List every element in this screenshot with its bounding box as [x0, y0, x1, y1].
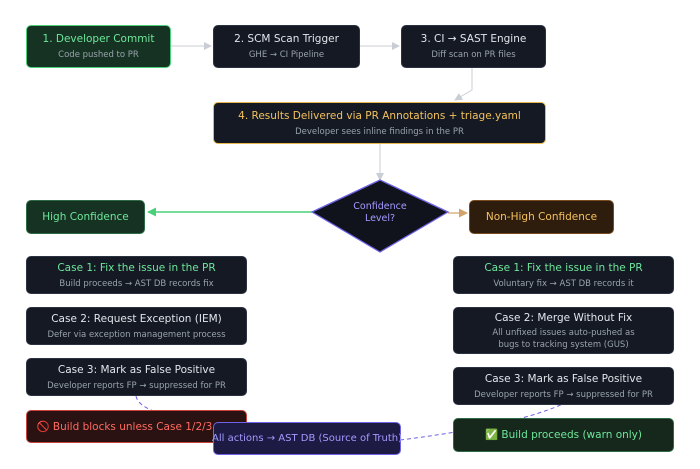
high-case-2: Case 2: Request Exception (IEM) Defer vi… — [26, 307, 247, 345]
decision-diamond — [310, 179, 450, 253]
ast-db-source-of-truth: All actions → AST DB (Source of Truth) — [212, 422, 403, 455]
step-results-sub: Developer sees inline findings in the PR — [295, 126, 464, 137]
high-case-3: Case 3: Mark as False Positive Developer… — [26, 358, 247, 396]
nonhigh-outcome-build-proceeds: ✅ Build proceeds (warn only) — [453, 418, 674, 452]
ast-db-title: All actions → AST DB (Source of Truth) — [212, 432, 403, 444]
nonhigh-case-2: Case 2: Merge Without Fix All unfixed is… — [453, 307, 674, 354]
nonhigh-case-1: Case 1: Fix the issue in the PR Voluntar… — [453, 256, 674, 294]
high-case-2-sub: Defer via exception management process — [47, 329, 226, 340]
step-scm-title: 2. SCM Scan Trigger — [234, 33, 339, 45]
high-outcome-title: 🚫 Build blocks unless Case 1/2/3 met — [36, 420, 237, 433]
high-outcome-build-blocks: 🚫 Build blocks unless Case 1/2/3 met — [26, 410, 247, 443]
step-developer-commit-title: 1. Developer Commit — [42, 33, 155, 45]
nonhigh-case-1-sub: Voluntary fix → AST DB records it — [493, 278, 634, 289]
nonhigh-case-3: Case 3: Mark as False Positive Developer… — [453, 367, 674, 405]
decision-line1: Confidence — [353, 201, 407, 212]
decision-line2: Level? — [364, 213, 396, 224]
step-developer-commit: 1. Developer Commit Code pushed to PR — [26, 25, 171, 68]
decision-label: Confidence Level? — [330, 198, 430, 228]
step-sast-sub: Diff scan on PR files — [431, 50, 516, 60]
high-case-3-sub: Developer reports FP → suppressed for PR — [47, 380, 226, 391]
nonhigh-case-3-title: Case 3: Mark as False Positive — [484, 372, 643, 385]
step-results-delivered: 4. Results Delivered via PR Annotations … — [213, 102, 546, 144]
high-case-1-title: Case 1: Fix the issue in the PR — [57, 261, 216, 274]
nonhigh-case-2-sub: All unfixed issues auto-pushed as — [492, 327, 635, 338]
branch-high-title: High Confidence — [42, 211, 129, 223]
nonhigh-outcome-title: ✅ Build proceeds (warn only) — [485, 429, 642, 441]
high-case-1: Case 1: Fix the issue in the PR Build pr… — [26, 256, 247, 294]
nonhigh-case-2-sub2: bugs to tracking system (GUS) — [498, 339, 629, 350]
branch-nonhigh-title: Non-High Confidence — [485, 211, 598, 223]
step-sast-title: 3. CI → SAST Engine — [420, 33, 527, 45]
step-results-title: 4. Results Delivered via PR Annotations … — [238, 109, 521, 122]
high-case-1-sub: Build proceeds → AST DB records fix — [59, 278, 214, 289]
nonhigh-case-1-title: Case 1: Fix the issue in the PR — [484, 261, 643, 274]
step-scm-sub: GHE → CI Pipeline — [248, 50, 325, 60]
step-developer-commit-sub: Code pushed to PR — [58, 50, 139, 60]
edge-sast-results — [454, 68, 473, 101]
step-scm-scan-trigger: 2. SCM Scan Trigger GHE → CI Pipeline — [213, 25, 360, 68]
branch-non-high-confidence: Non-High Confidence — [469, 200, 614, 234]
nonhigh-case-2-title: Case 2: Merge Without Fix — [494, 311, 633, 324]
high-case-3-title: Case 3: Mark as False Positive — [57, 363, 216, 376]
high-case-2-title: Case 2: Request Exception (IEM) — [51, 312, 222, 325]
branch-high-confidence: High Confidence — [26, 200, 145, 234]
step-ci-sast-engine: 3. CI → SAST Engine Diff scan on PR file… — [401, 25, 546, 68]
nonhigh-case-3-sub: Developer reports FP → suppressed for PR — [474, 389, 653, 400]
